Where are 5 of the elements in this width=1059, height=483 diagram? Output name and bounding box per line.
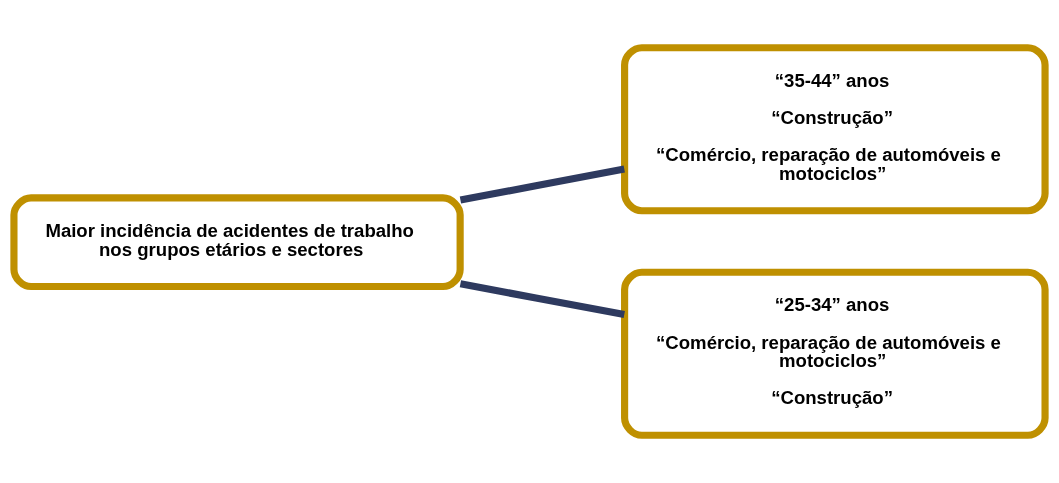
node-box: “25-34” anos “Comércio, reparação de automóveis e motociclos” “Construção” (621, 268, 1049, 439)
connector (459, 280, 625, 319)
node-box: “35-44” anos “Construção” “Comércio, reparação de automóveis e motociclos” (621, 44, 1049, 215)
connector (459, 165, 625, 204)
node-box: Maior incidência de acidentes de trabalho nos grupos etários e sectores (10, 194, 464, 291)
